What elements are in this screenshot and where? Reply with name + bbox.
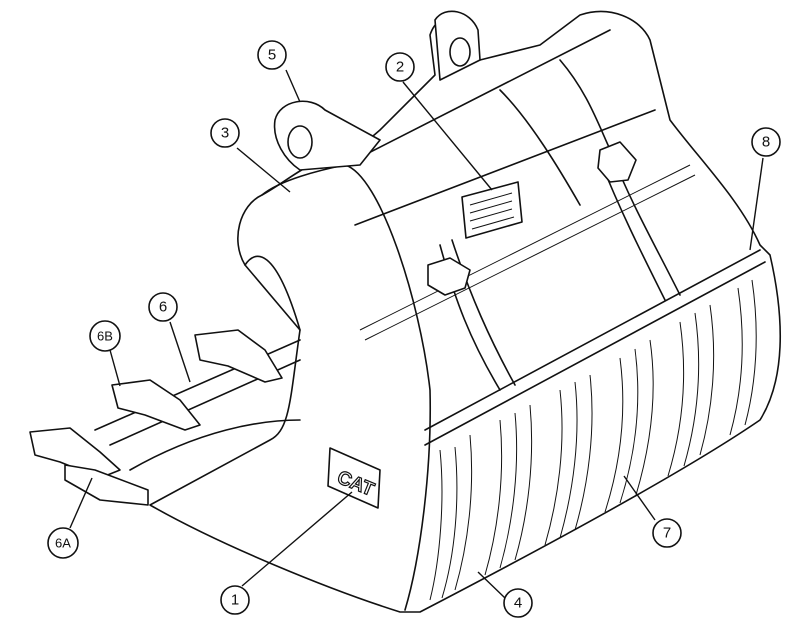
callout-1: 1: [220, 585, 250, 615]
svg-text:5: 5: [268, 47, 276, 64]
callout-8: 8: [751, 127, 781, 157]
svg-text:1: 1: [231, 592, 239, 609]
callout-6b: 6B: [89, 320, 121, 352]
svg-text:2: 2: [396, 59, 404, 76]
svg-text:8: 8: [762, 134, 770, 151]
bucket-body: [149, 10, 782, 613]
callout-3: 3: [210, 118, 240, 148]
callout-6a: 6A: [47, 527, 79, 559]
wear-liners: [429, 279, 757, 601]
svg-text:7: 7: [663, 525, 671, 542]
callout-6: 6: [148, 292, 178, 322]
svg-text:3: 3: [221, 125, 229, 142]
identification-plate: [461, 181, 523, 239]
svg-text:6B: 6B: [97, 329, 113, 344]
lip-and-teeth: [29, 329, 301, 506]
callout-7: 7: [652, 518, 682, 548]
leader-lines: [69, 69, 764, 599]
callout-2: 2: [385, 52, 415, 82]
svg-text:6: 6: [159, 299, 167, 316]
callout-4: 4: [503, 588, 533, 618]
callout-5: 5: [257, 40, 287, 70]
svg-text:6A: 6A: [55, 536, 71, 551]
svg-text:4: 4: [514, 595, 522, 612]
